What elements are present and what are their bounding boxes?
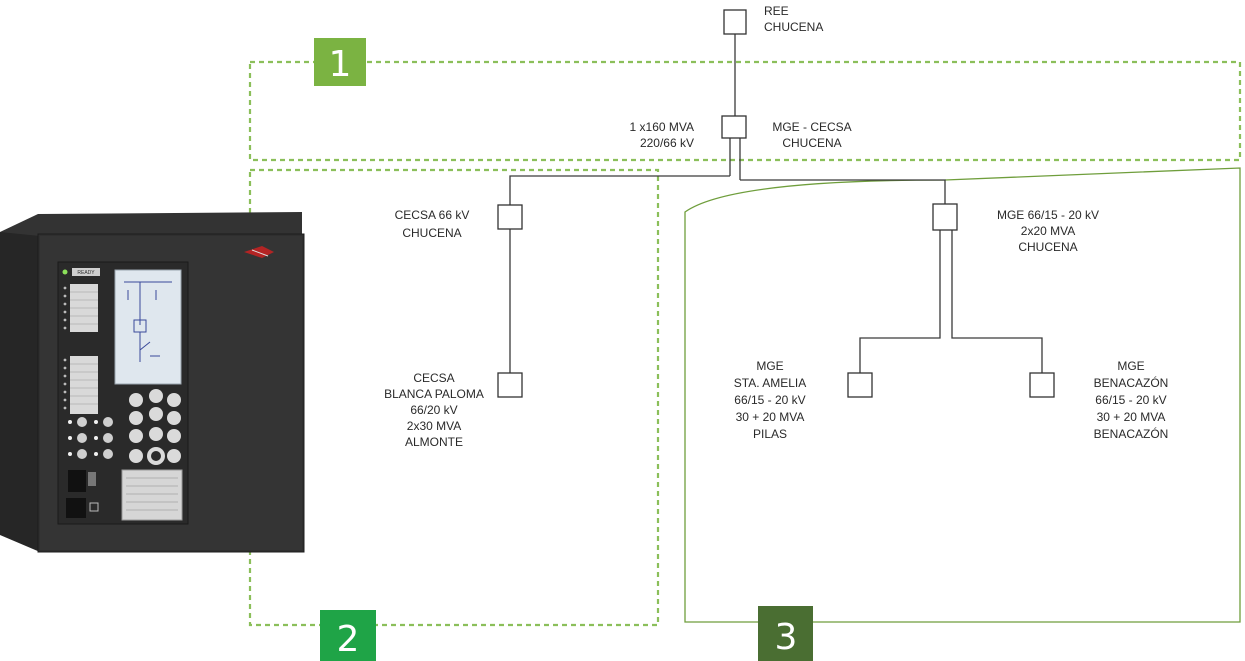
zone-1-badge: 1: [314, 38, 366, 86]
blanca-paloma-label-3: 66/20 kV: [410, 403, 457, 417]
blanca-paloma-label-1: CECSA: [413, 371, 454, 385]
sta-amelia-label-5: PILAS: [753, 427, 787, 441]
sta-amelia-label-1: MGE: [756, 359, 783, 373]
transformer-rating-1: 1 x160 MVA: [630, 120, 694, 134]
cecsa-chucena-label-1: CECSA 66 kV: [395, 208, 470, 222]
benacazon-label-2: BENACAZÓN: [1094, 375, 1169, 390]
zone-3-number: 3: [775, 617, 798, 658]
transformer-name-1: MGE - CECSA: [772, 120, 851, 134]
node-transformer: [721, 115, 747, 139]
zone-3-badge: 3: [758, 606, 813, 661]
node-sta-amelia: [847, 372, 873, 398]
node-ree-chucena: [723, 9, 747, 35]
node-cecsa-chucena: [497, 204, 523, 230]
node-benacazon: [1029, 372, 1055, 398]
relay-device-image: READY: [0, 212, 305, 553]
transformer-name-2: CHUCENA: [782, 136, 841, 150]
sta-amelia-label-2: STA. AMELIA: [734, 376, 806, 390]
transformer-rating-2: 220/66 kV: [640, 136, 694, 150]
zone-2-number: 2: [337, 619, 360, 660]
mge-chucena-label-3: CHUCENA: [1018, 240, 1077, 254]
mge-chucena-label-1: MGE 66/15 - 20 kV: [997, 208, 1099, 222]
zone-1-outline: [248, 60, 1242, 162]
mge-chucena-label-2: 2x20 MVA: [1021, 224, 1075, 238]
ree-label-1: REE: [764, 4, 789, 18]
node-mge-chucena: [932, 203, 958, 231]
benacazon-label-5: BENACAZÓN: [1094, 426, 1169, 441]
blanca-paloma-label-4: 2x30 MVA: [407, 419, 461, 433]
network-wires: [509, 34, 1043, 373]
benacazon-label-1: MGE: [1117, 359, 1144, 373]
sta-amelia-label-4: 30 + 20 MVA: [736, 410, 805, 424]
node-blanca-paloma: [497, 372, 523, 398]
benacazon-label-4: 30 + 20 MVA: [1097, 410, 1166, 424]
ree-label-2: CHUCENA: [764, 20, 823, 34]
sta-amelia-label-3: 66/15 - 20 kV: [734, 393, 805, 407]
device-ready-label: READY: [77, 270, 95, 276]
blanca-paloma-label-2: BLANCA PALOMA: [384, 387, 484, 401]
zone-2-badge: 2: [320, 610, 376, 661]
blanca-paloma-label-5: ALMONTE: [405, 435, 463, 449]
zone-1-number: 1: [329, 44, 352, 85]
cecsa-chucena-label-2: CHUCENA: [402, 226, 461, 240]
benacazon-label-3: 66/15 - 20 kV: [1095, 393, 1166, 407]
